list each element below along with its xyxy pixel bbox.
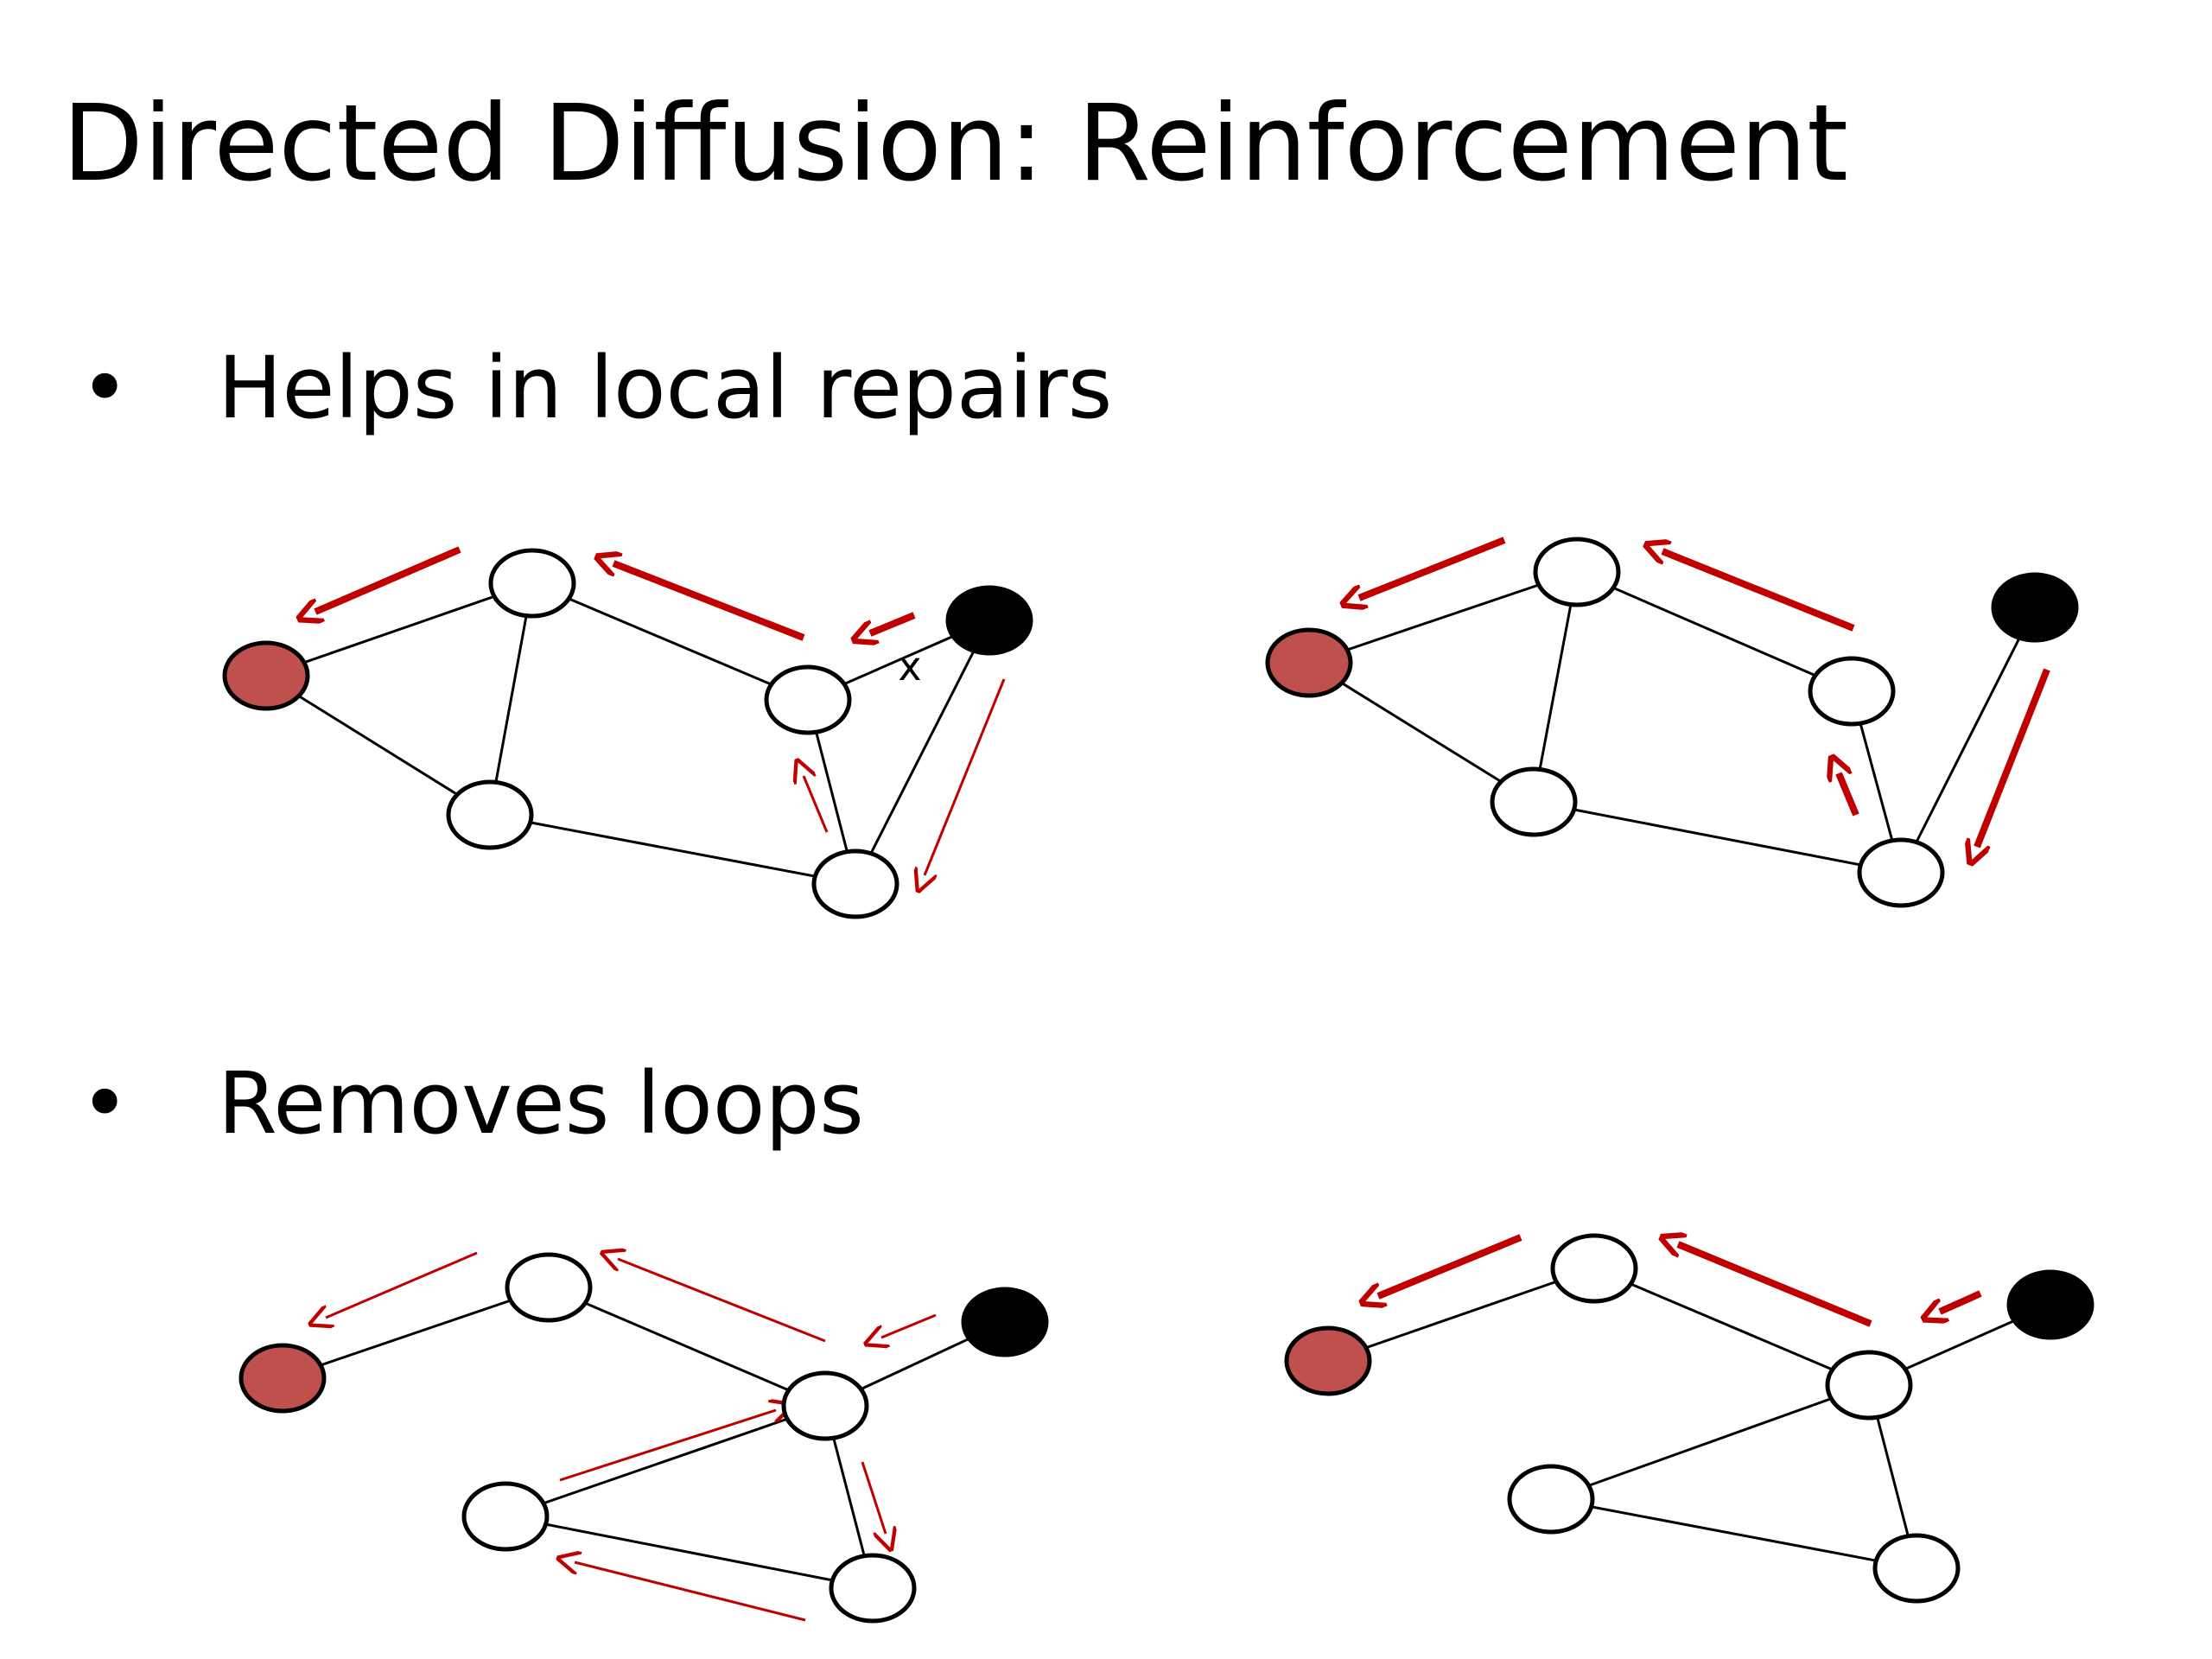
source-node bbox=[945, 585, 1033, 656]
source-node bbox=[961, 1287, 1049, 1357]
bullet-text: Helps in local repairs bbox=[218, 339, 1113, 438]
edge bbox=[1327, 1267, 1595, 1363]
sink-node bbox=[1284, 1325, 1372, 1396]
edge bbox=[265, 582, 533, 677]
arrows bbox=[326, 1251, 937, 1622]
arrows bbox=[315, 546, 1006, 875]
repair-arrow bbox=[804, 776, 829, 833]
edge bbox=[1593, 1267, 1870, 1387]
slide-title: Directed Diffusion: Reinforcement bbox=[62, 82, 1848, 205]
reinforce-arrow bbox=[1940, 1290, 1982, 1312]
edge bbox=[505, 1515, 874, 1590]
reinforce-arrow bbox=[1977, 668, 2050, 847]
node bbox=[505, 1252, 593, 1323]
sink-node bbox=[238, 1343, 327, 1414]
reinforce-arrow bbox=[870, 612, 916, 633]
broken-link-mark: x bbox=[898, 643, 921, 690]
reinforce-arrow bbox=[1662, 551, 1855, 632]
node bbox=[1507, 1464, 1595, 1535]
edge bbox=[282, 1286, 550, 1380]
reinforce-arrow bbox=[1359, 537, 1506, 598]
node bbox=[764, 664, 852, 735]
edge bbox=[1899, 607, 2037, 874]
edge bbox=[1308, 570, 1578, 664]
edge bbox=[1533, 800, 1902, 874]
node bbox=[1550, 1233, 1638, 1304]
loop-arrow bbox=[861, 1461, 886, 1534]
edge bbox=[531, 582, 809, 702]
edge bbox=[1532, 571, 1579, 803]
edges bbox=[1308, 570, 2037, 874]
node bbox=[1872, 1533, 1961, 1604]
node bbox=[1490, 766, 1578, 837]
edge bbox=[1550, 1383, 1870, 1501]
edge bbox=[854, 620, 991, 885]
arrows bbox=[1359, 537, 2050, 847]
loop-arrow bbox=[575, 1562, 806, 1622]
node bbox=[461, 1481, 550, 1552]
edge bbox=[1576, 570, 1853, 693]
edge bbox=[548, 1286, 826, 1408]
reinforce-arrow bbox=[315, 546, 461, 612]
edge bbox=[488, 582, 534, 816]
node bbox=[829, 1553, 917, 1624]
loop-arrow bbox=[559, 1410, 776, 1482]
edge bbox=[1308, 661, 1535, 804]
gradient-arrow bbox=[618, 1259, 826, 1343]
node bbox=[811, 849, 899, 919]
source-node bbox=[2006, 1269, 2094, 1340]
reinforce-arrow bbox=[613, 563, 805, 641]
node bbox=[781, 1370, 869, 1441]
nodes bbox=[1284, 1233, 2094, 1604]
repair-arrow bbox=[925, 678, 1006, 875]
edge bbox=[505, 1404, 826, 1518]
diagram-local-repair-before: x bbox=[222, 546, 1033, 919]
reinforce-arrow bbox=[1378, 1234, 1522, 1296]
diagram-local-repair-after bbox=[1265, 537, 2079, 908]
edge bbox=[489, 813, 856, 886]
node bbox=[488, 548, 576, 619]
bullet-text: Removes loops bbox=[218, 1054, 864, 1154]
edge bbox=[265, 674, 491, 817]
node bbox=[1533, 537, 1621, 607]
edges bbox=[282, 1286, 1006, 1590]
sink-node bbox=[222, 640, 310, 711]
node bbox=[446, 779, 534, 850]
reinforce-arrow bbox=[1839, 773, 1859, 817]
bullet-marker: • bbox=[79, 339, 130, 438]
source-node bbox=[1991, 572, 2079, 643]
gradient-arrow bbox=[326, 1251, 478, 1318]
reinforce-arrow bbox=[1678, 1244, 1872, 1327]
arrows bbox=[1378, 1234, 1982, 1327]
node bbox=[1857, 837, 1945, 908]
node bbox=[1825, 1350, 1913, 1421]
node bbox=[1808, 656, 1896, 727]
nodes bbox=[238, 1252, 1049, 1624]
nodes bbox=[1265, 537, 2079, 908]
edge bbox=[1550, 1497, 1917, 1570]
diagram-loop-after bbox=[1284, 1233, 2094, 1604]
nodes bbox=[222, 548, 1033, 919]
gradient-arrow bbox=[881, 1313, 937, 1338]
bullet-marker: • bbox=[79, 1054, 130, 1154]
sink-node bbox=[1265, 627, 1353, 698]
diagram-loop-before bbox=[238, 1251, 1049, 1624]
